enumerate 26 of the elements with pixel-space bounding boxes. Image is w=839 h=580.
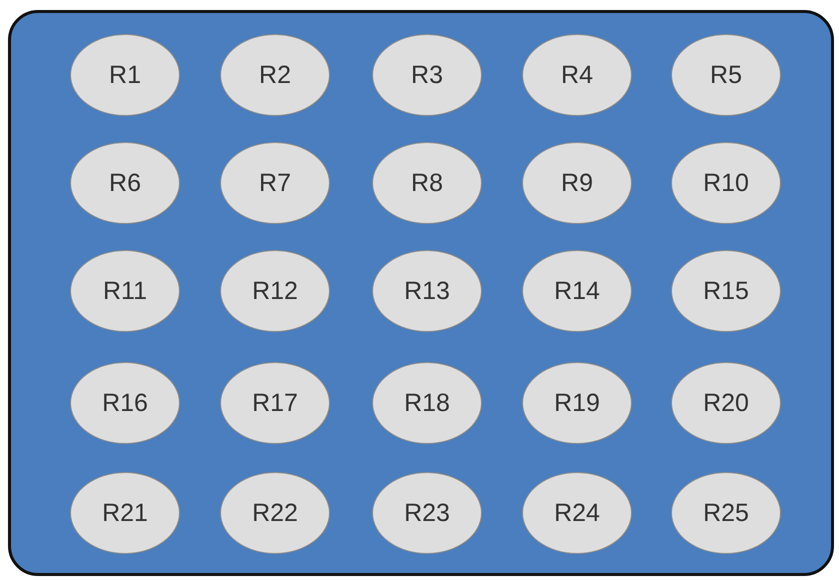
node-label: R14 bbox=[554, 276, 600, 306]
node-label: R3 bbox=[411, 60, 443, 90]
node-label: R25 bbox=[703, 498, 749, 528]
node-label: R11 bbox=[102, 276, 147, 306]
node-label: R6 bbox=[109, 168, 141, 198]
node-label: R16 bbox=[102, 388, 148, 418]
node-label: R9 bbox=[561, 168, 593, 198]
node-label: R5 bbox=[710, 60, 742, 90]
node-label: R21 bbox=[102, 498, 148, 528]
node-label: R13 bbox=[404, 276, 450, 306]
node-label: R2 bbox=[259, 60, 291, 90]
node-label: R10 bbox=[703, 168, 749, 198]
panel-background bbox=[8, 10, 834, 576]
node-label: R22 bbox=[252, 498, 298, 528]
node-label: R23 bbox=[404, 498, 450, 528]
node-label: R12 bbox=[252, 276, 298, 306]
node-label: R1 bbox=[109, 60, 141, 90]
node-label: R8 bbox=[411, 168, 443, 198]
node-label: R20 bbox=[703, 388, 749, 418]
node-label: R4 bbox=[561, 60, 593, 90]
node-label: R19 bbox=[554, 388, 600, 418]
node-label: R7 bbox=[259, 168, 291, 198]
node-label: R17 bbox=[252, 388, 298, 418]
node-label: R15 bbox=[703, 276, 749, 306]
node-label: R18 bbox=[404, 388, 450, 418]
node-label: R24 bbox=[554, 498, 600, 528]
